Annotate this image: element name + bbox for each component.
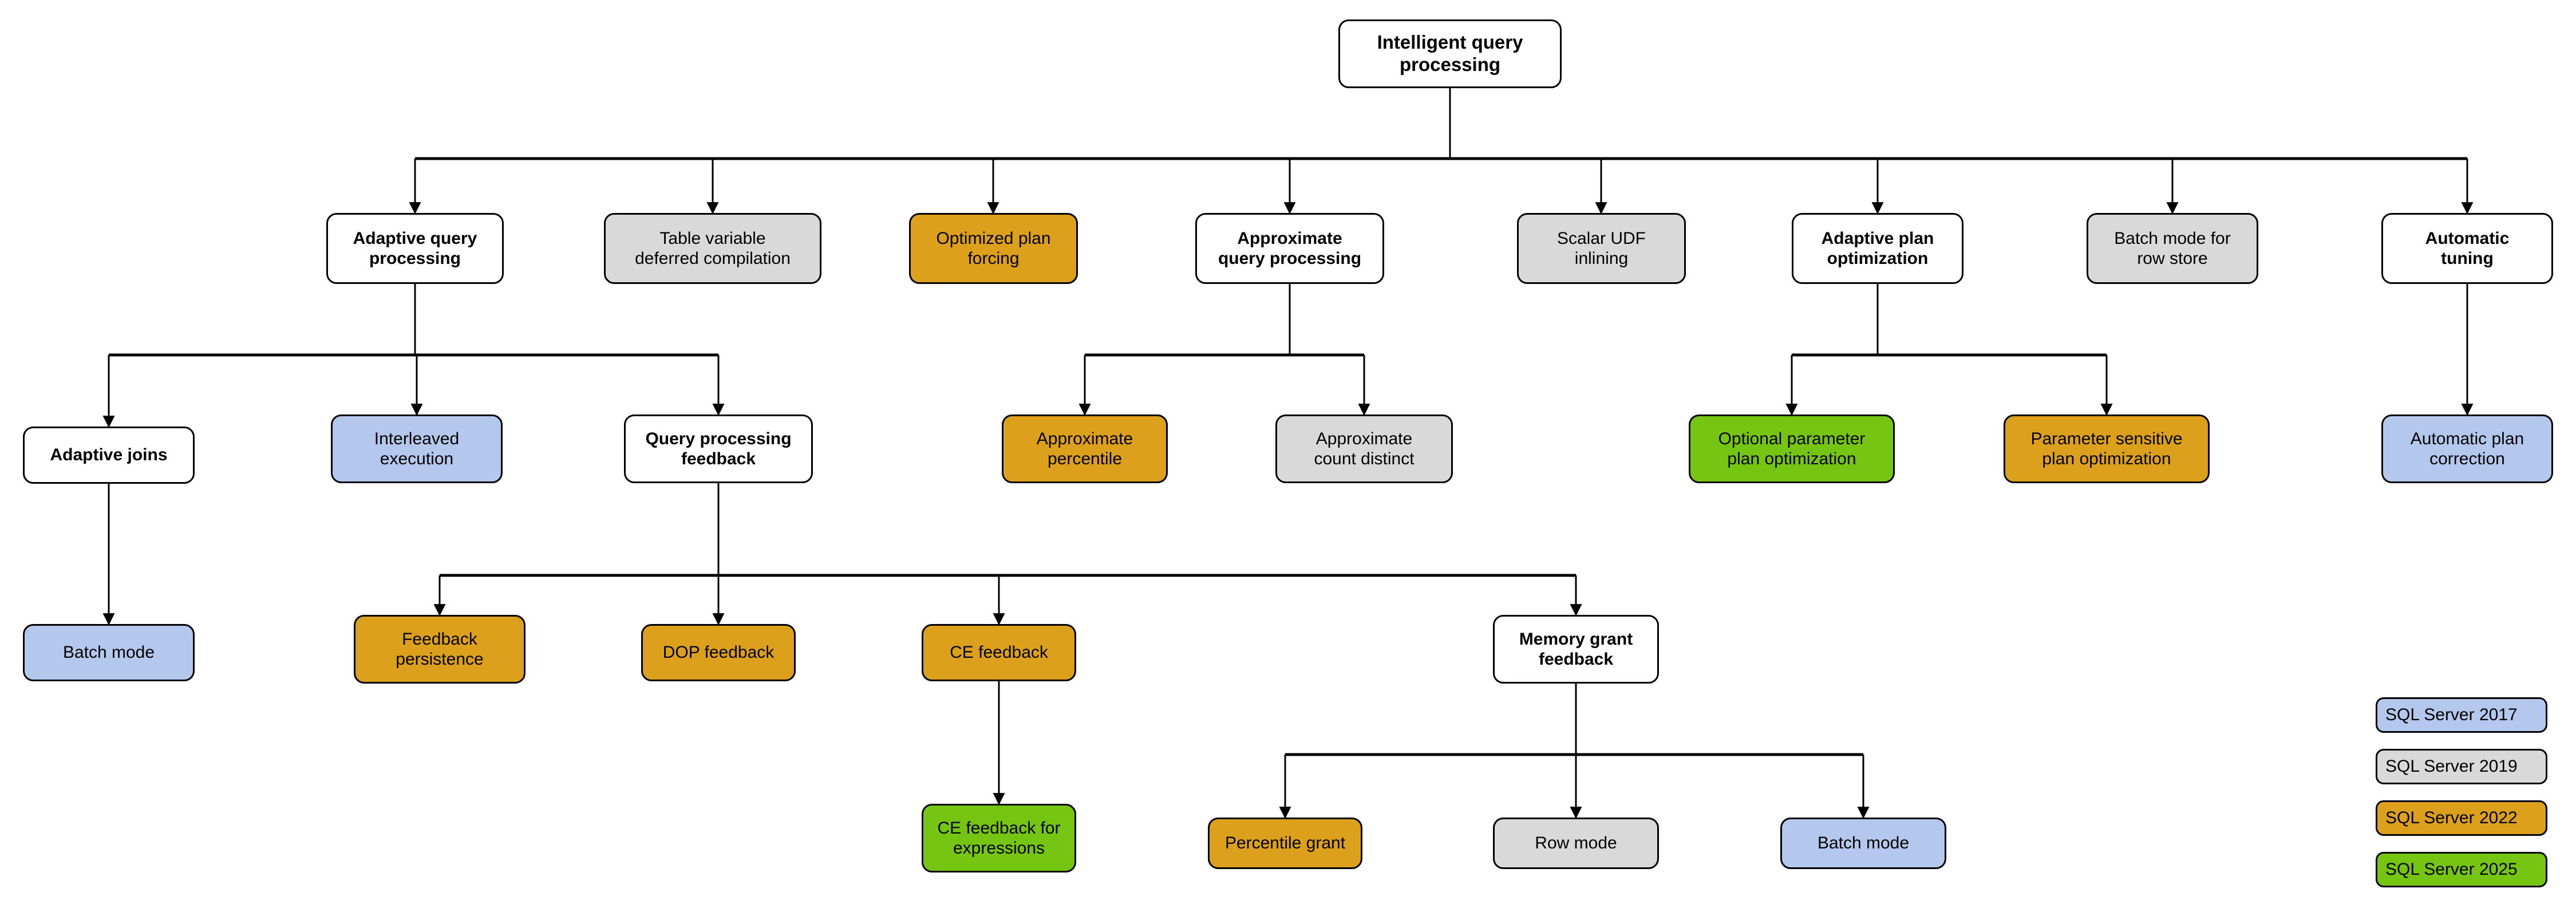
node-batch-mode-mgf[interactable]: Batch mode [1780,818,1946,869]
node-oppo[interactable]: Optional parameter plan optimization [1689,414,1895,483]
node-label: Optimized plan forcing [936,228,1051,268]
node-label: Optional parameter plan optimization [1718,429,1866,468]
node-label: Approximate percentile [1036,429,1133,468]
node-batch-mode-aj[interactable]: Batch mode [23,624,195,681]
node-auto-tuning[interactable]: Automatic tuning [2381,213,2553,284]
node-label: Automatic plan correction [2410,429,2524,468]
node-label: Row mode [1535,834,1617,853]
legend-2025: SQL Server 2025 [2376,852,2547,887]
node-label: Batch mode [1817,834,1910,853]
legend-2022: SQL Server 2022 [2376,800,2547,836]
node-row-mode[interactable]: Row mode [1493,818,1659,869]
node-label: Query processing feedback [645,429,792,468]
node-interleaved[interactable]: Interleaved execution [331,414,503,483]
node-label: Approximate count distinct [1314,429,1415,468]
node-label: Table variable deferred compilation [635,228,791,268]
node-approx-qp[interactable]: Approximate query processing [1195,213,1384,284]
node-label: Percentile grant [1224,834,1346,853]
node-qpf[interactable]: Query processing feedback [624,414,813,483]
node-adaptive-joins[interactable]: Adaptive joins [23,427,195,484]
node-label: DOP feedback [662,643,775,662]
node-label: Batch mode [62,643,155,662]
node-label: Memory grant feedback [1519,629,1633,669]
node-approx-pct[interactable]: Approximate percentile [1002,414,1168,483]
node-label: Adaptive query processing [353,228,477,268]
node-mgf[interactable]: Memory grant feedback [1493,615,1659,684]
node-tvdc[interactable]: Table variable deferred compilation [604,213,821,284]
node-label: CE feedback for expressions [937,818,1061,858]
node-label: Interleaved execution [374,429,460,468]
node-fb-persistence[interactable]: Feedback persistence [354,615,526,684]
node-label: Parameter sensitive plan optimization [2030,429,2183,468]
node-label: Scalar UDF inlining [1556,228,1646,268]
node-apo[interactable]: Adaptive plan optimization [1792,213,1963,284]
node-apc[interactable]: Automatic plan correction [2381,414,2553,483]
node-label: Adaptive joins [50,445,168,465]
node-bmrs[interactable]: Batch mode for row store [2087,213,2258,284]
node-opf[interactable]: Optimized plan forcing [909,213,1078,284]
legend-2017: SQL Server 2017 [2376,697,2547,733]
node-label: Batch mode for row store [2114,228,2231,268]
node-label: Automatic tuning [2425,228,2510,268]
node-scalar-udf[interactable]: Scalar UDF inlining [1517,213,1686,284]
node-ce-feedback[interactable]: CE feedback [922,624,1076,681]
node-label: CE feedback [950,643,1048,662]
node-approx-cd[interactable]: Approximate count distinct [1275,414,1453,483]
node-label: Adaptive plan optimization [1821,228,1934,268]
node-label: Intelligent query processing [1377,31,1523,75]
node-root[interactable]: Intelligent query processing [1338,19,1562,88]
node-label: Feedback persistence [396,629,484,669]
node-adaptive-qp[interactable]: Adaptive query processing [326,213,504,284]
node-pct-grant[interactable]: Percentile grant [1208,818,1362,869]
node-dop-feedback[interactable]: DOP feedback [641,624,796,681]
node-pspo[interactable]: Parameter sensitive plan optimization [2004,414,2210,483]
node-ce-fb-expr[interactable]: CE feedback for expressions [922,804,1076,872]
node-label: Approximate query processing [1218,228,1362,268]
legend-2019: SQL Server 2019 [2376,749,2547,784]
